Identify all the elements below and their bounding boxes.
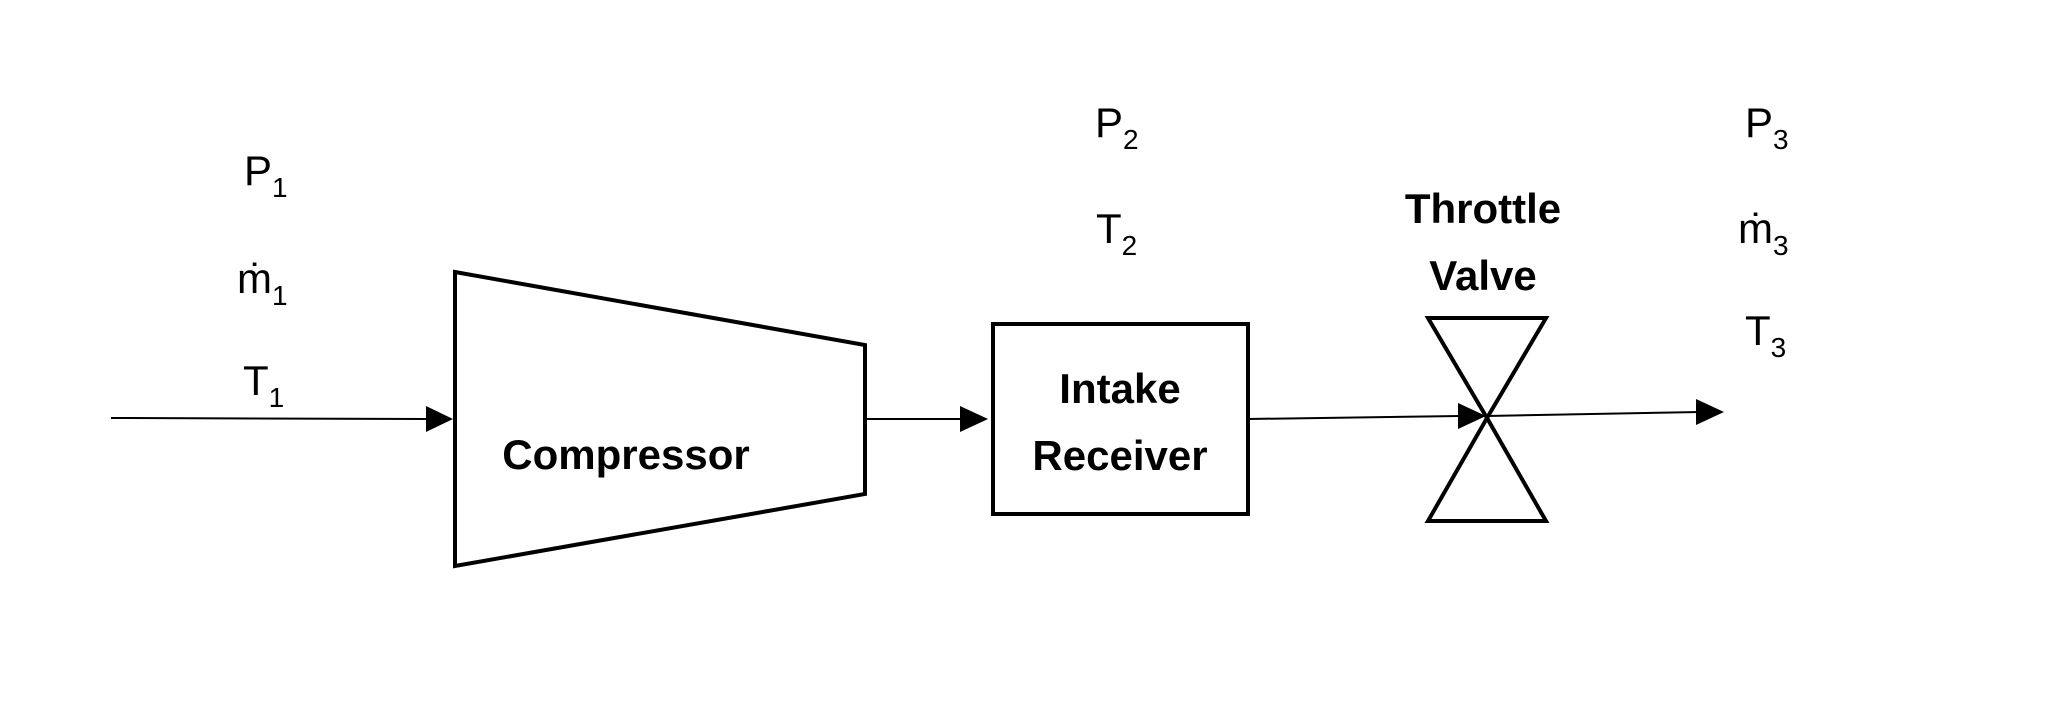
receiver-state-labels: P2 T2 (1095, 99, 1139, 261)
intake-receiver-block: Intake Receiver (991, 322, 1250, 516)
receiver-to-valve-arrow (1247, 403, 1486, 429)
compressor-to-receiver-arrow (865, 406, 988, 432)
inlet-flow-arrow (110, 406, 453, 432)
inlet-state-labels: P1 ṁ1 T1 (237, 147, 288, 413)
receiver-pressure-label: P2 (1095, 99, 1139, 155)
outlet-pressure-label: P3 (1745, 99, 1789, 155)
inlet-temperature-label: T1 (243, 357, 284, 413)
intake-receiver-label-line2: Receiver (1032, 432, 1207, 479)
outlet-temperature-label: T3 (1745, 307, 1786, 363)
throttle-valve-symbol (1424, 316, 1550, 523)
compressor-block: Compressor (453, 269, 867, 569)
inlet-mass-flow-label: ṁ1 (237, 255, 288, 311)
outlet-state-labels: P3 ṁ3 T3 (1738, 99, 1789, 363)
inlet-pressure-label: P1 (244, 147, 288, 203)
outlet-mass-flow-label: ṁ3 (1738, 205, 1789, 261)
compressor-label: Compressor (502, 431, 749, 478)
throttle-valve-label-line1: Throttle (1405, 185, 1561, 232)
receiver-temperature-label: T2 (1096, 205, 1137, 261)
outlet-flow-arrow (1486, 399, 1724, 425)
intake-receiver-label-line1: Intake (1059, 365, 1180, 412)
throttle-valve-label-line2: Valve (1429, 252, 1536, 299)
